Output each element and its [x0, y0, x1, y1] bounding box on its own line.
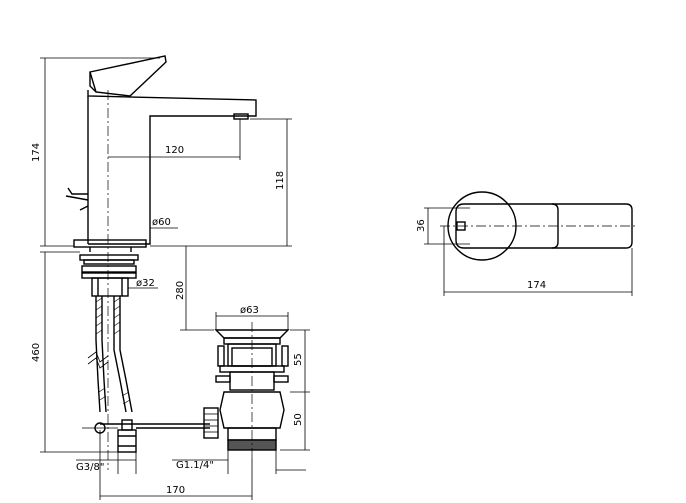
dim-height-total: 174 — [31, 143, 42, 162]
dim-waste-flange-diameter: ø63 — [240, 305, 259, 316]
waste-assembly — [203, 322, 290, 458]
dim-waste-thread: G1.1/4" — [176, 460, 214, 471]
dim-pop-up-rod: 170 — [166, 485, 185, 496]
dim-top-view-length: 174 — [527, 280, 546, 291]
dim-waste-upper: 55 — [293, 353, 304, 366]
dim-depth-total: 460 — [31, 343, 42, 362]
dim-shank-diameter: ø32 — [136, 278, 155, 289]
hose-hatching — [95, 297, 131, 405]
faucet-side-view — [65, 55, 257, 470]
dim-spout-reach: 120 — [165, 145, 184, 156]
dim-body-diameter: ø60 — [152, 217, 171, 228]
dim-spout-height: 118 — [275, 171, 286, 190]
faucet-top-view — [424, 191, 636, 296]
dim-waste-lower: 50 — [293, 413, 304, 426]
dim-top-view-height: 36 — [416, 219, 427, 232]
dimension-lines — [40, 57, 310, 500]
dim-supply-thread: G3/8" — [76, 462, 104, 473]
shank-assembly — [79, 254, 210, 453]
dim-shank-length: 280 — [175, 281, 186, 300]
